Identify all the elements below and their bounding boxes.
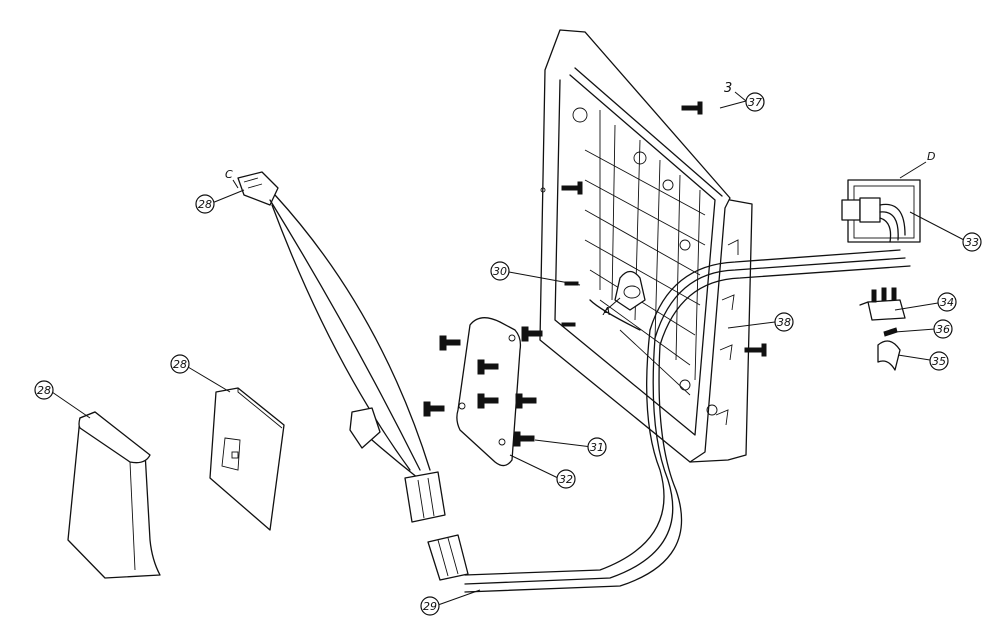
label-connector-c: C (225, 168, 233, 181)
svg-text:28: 28 (173, 358, 187, 371)
svg-text:35: 35 (932, 355, 946, 368)
screws-31 (423, 326, 543, 447)
svg-text:28: 28 (37, 384, 51, 397)
callout-36: 36 (933, 319, 953, 339)
callout-38: 38 (774, 312, 794, 332)
callout-33: 33 (962, 232, 982, 252)
callout-34: 34 (937, 292, 957, 312)
inline-connector (349, 407, 469, 581)
callout-28b: 28 (170, 354, 190, 374)
svg-text:34: 34 (940, 296, 954, 309)
callout-30: 30 (490, 261, 510, 281)
panel-screws (561, 101, 767, 357)
svg-text:30: 30 (493, 265, 507, 278)
callout-35: 35 (929, 351, 949, 371)
module-28-box (209, 387, 285, 531)
svg-text:31: 31 (590, 441, 604, 454)
terminal-34 (859, 287, 906, 321)
leader-lines (51, 91, 965, 606)
callout-31: 31 (587, 437, 607, 457)
callout-29: 29 (420, 596, 440, 616)
svg-text:38: 38 (777, 316, 791, 329)
svg-text:28: 28 (198, 198, 212, 211)
back-panel-38 (539, 29, 753, 463)
label-connector-d: D (927, 150, 935, 163)
connector-housing-33 (841, 179, 921, 243)
svg-text:33: 33 (965, 236, 979, 249)
svg-text:36: 36 (936, 323, 950, 336)
callout-28a: 28 (195, 194, 215, 214)
wire-harness-29 (464, 249, 911, 593)
callout-37: 37 (745, 92, 765, 112)
callout-28c: 28 (34, 380, 54, 400)
cable-c-28 (237, 171, 431, 471)
callout-32: 32 (556, 469, 576, 489)
label-connector-a: A (602, 305, 611, 318)
svg-text:32: 32 (559, 473, 573, 486)
svg-text:37: 37 (748, 96, 762, 109)
svg-text:29: 29 (423, 600, 437, 613)
mounting-plate-32 (456, 317, 522, 467)
module-28-cover (67, 411, 161, 579)
label-quantity-37: 3 (724, 81, 732, 96)
clip-35 (877, 340, 901, 371)
